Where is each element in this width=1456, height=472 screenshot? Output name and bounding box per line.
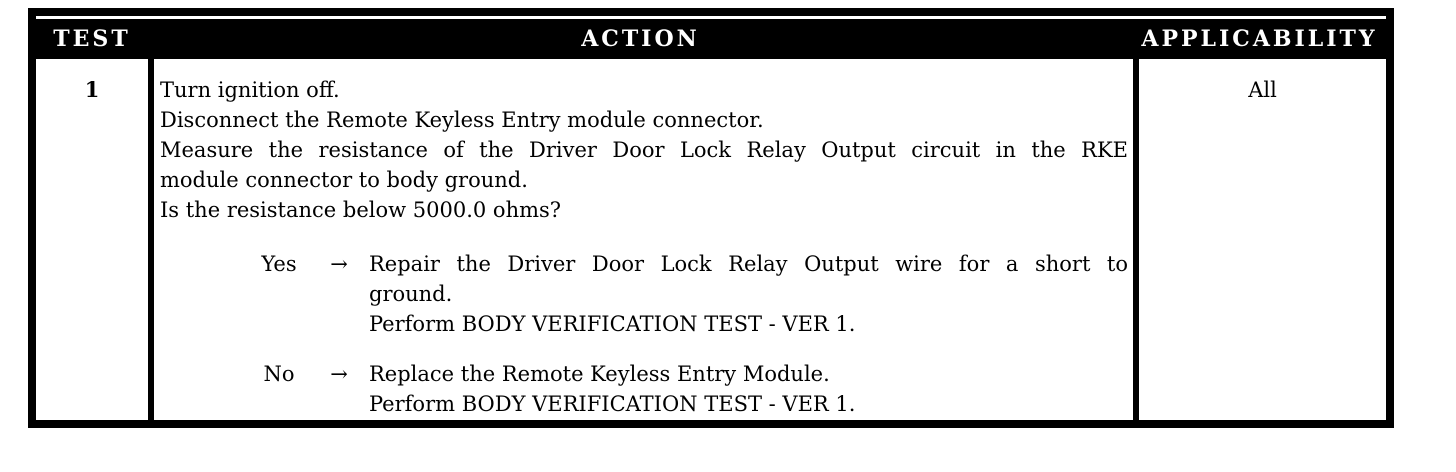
result-line: Perform BODY VERIFICATION TEST - VER 1. <box>369 392 856 416</box>
right-arrow-icon: → <box>330 252 348 276</box>
yes-branch: Yes → Repair the Driver Door Lock Relay … <box>249 249 1128 339</box>
action-line: Is the resistance below 5000.0 ohms? <box>160 198 562 222</box>
table-row: 1 Turn ignition off. Disconnect the Remo… <box>36 59 1386 420</box>
yes-result-text: Repair the Driver Door Lock Relay Output… <box>369 249 1128 339</box>
no-label: No <box>263 362 295 386</box>
action-line: module connector to body ground. <box>160 168 528 192</box>
header-applicability: APPLICABILITY <box>1141 26 1378 52</box>
no-branch: No → Replace the Remote Keyless Entry Mo… <box>249 359 1128 419</box>
right-arrow-icon: → <box>330 362 348 386</box>
yes-label: Yes <box>261 252 297 276</box>
applicability-cell: All <box>1133 59 1386 420</box>
result-line: Perform BODY VERIFICATION TEST - VER 1. <box>369 312 856 336</box>
result-line: ground. <box>369 282 453 306</box>
action-line: Disconnect the Remote Keyless Entry modu… <box>160 108 764 132</box>
table-header-row: TEST ACTION APPLICABILITY <box>36 19 1386 59</box>
no-result-text: Replace the Remote Keyless Entry Module.… <box>369 359 1128 419</box>
result-line: Replace the Remote Keyless Entry Module. <box>369 362 830 386</box>
action-cell: Turn ignition off. Disconnect the Remote… <box>148 59 1133 420</box>
action-line: Turn ignition off. <box>160 78 340 102</box>
diagnostic-test-table: TEST ACTION APPLICABILITY 1 Turn ignitio… <box>28 8 1394 428</box>
action-line: Measure the resistance of the Driver Doo… <box>160 138 1128 162</box>
header-test: TEST <box>53 26 131 52</box>
test-number-cell: 1 <box>84 77 100 102</box>
result-line: Repair the Driver Door Lock Relay Output… <box>369 252 1128 276</box>
header-action: ACTION <box>581 26 700 52</box>
